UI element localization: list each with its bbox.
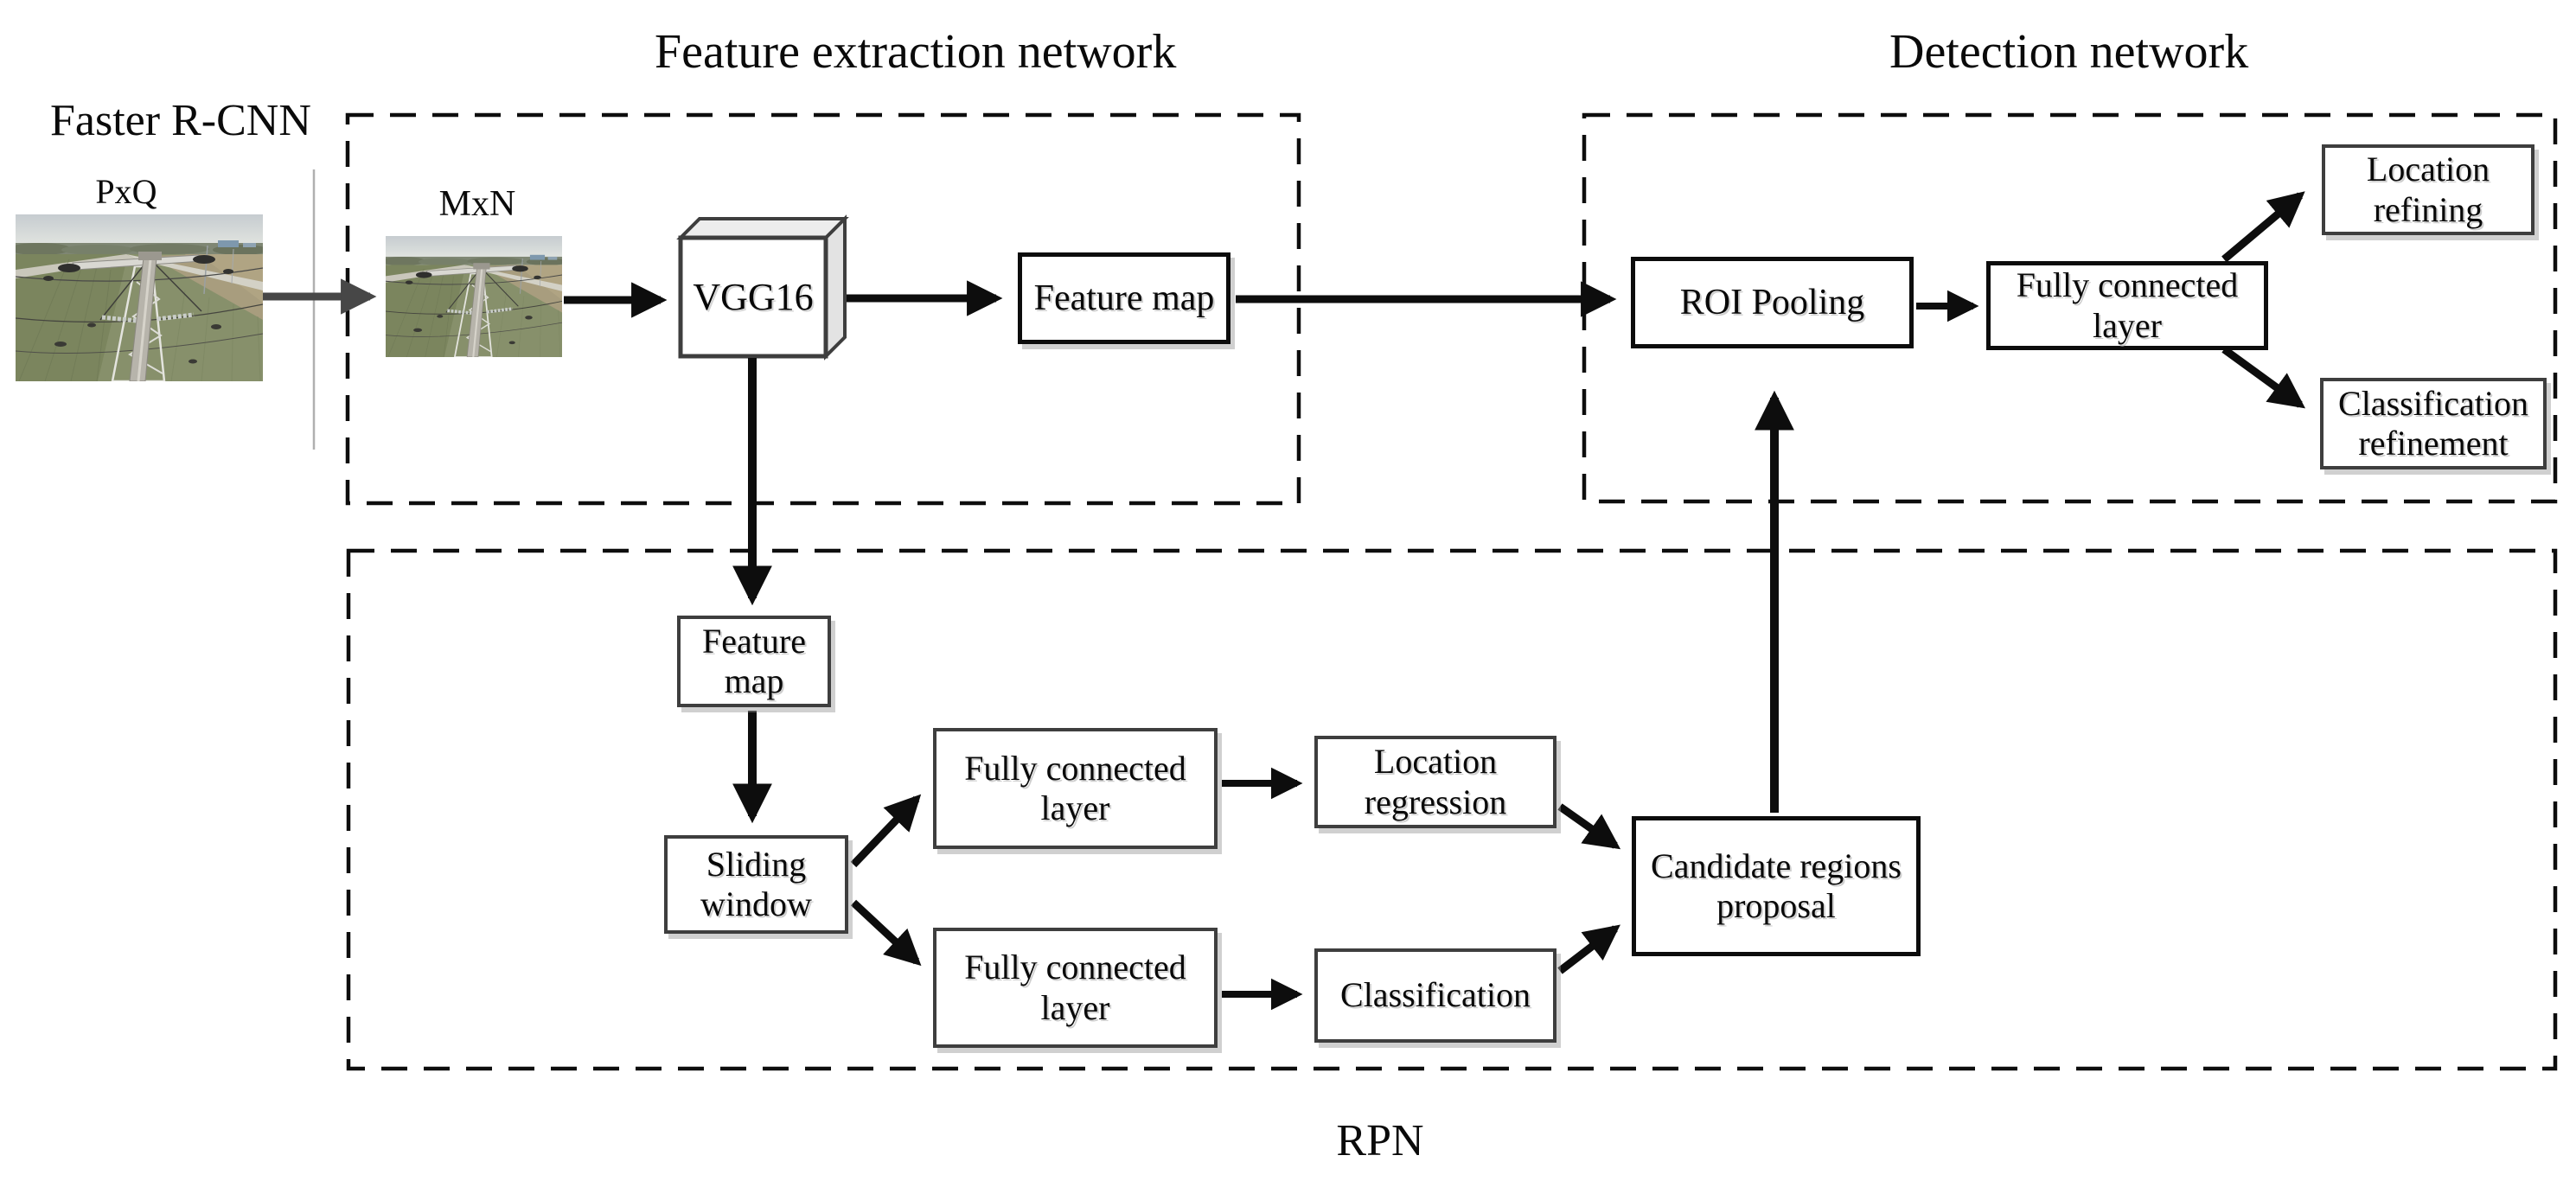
node-roi-pooling: ROI Pooling	[1631, 257, 1914, 348]
node-feature-map-rpn: Feature map	[677, 616, 831, 707]
section-title-detection-network: Detection network	[1889, 25, 2249, 79]
rpn-group-frame	[346, 548, 2558, 1071]
node-fully-connected-rpn-2: Fully connected layer	[933, 928, 1218, 1048]
node-location-regression: Location regression	[1314, 736, 1556, 828]
section-title-rpn: RPN	[1336, 1116, 1424, 1165]
arrow-sliding-window-to-fc1	[850, 794, 922, 868]
node-fully-connected-rpn-1: Fully connected layer	[933, 728, 1218, 849]
diagram-title: Faster R-CNN	[50, 96, 311, 145]
input-size-label-mxn: MxN	[438, 184, 516, 224]
section-title-feature-extraction: Feature extraction network	[655, 25, 1177, 79]
arrow-classification-to-candidate-regions	[1557, 924, 1620, 974]
arrow-location-regression-to-candidate-regions	[1557, 803, 1621, 850]
node-location-refining: Location refining	[2322, 144, 2534, 235]
aerial-tower-photo-pxq	[16, 214, 263, 381]
input-size-label-pxq: PxQ	[95, 172, 157, 211]
node-sliding-window: Sliding window	[664, 835, 848, 934]
node-feature-map-main: Feature map	[1018, 252, 1230, 344]
node-fully-connected-detection: Fully connected layer	[1986, 261, 2268, 350]
aerial-tower-photo-mxn	[386, 236, 562, 357]
arrow-fully-connected-to-location-refining	[2221, 191, 2305, 263]
vgg16-3d-solid	[676, 214, 849, 361]
node-vgg16: VGG16	[693, 276, 814, 318]
arrow-sliding-window-to-fc2	[850, 899, 922, 967]
node-candidate-regions-proposal: Candidate regions proposal	[1632, 816, 1921, 956]
node-classification-refinement: Classification refinement	[2320, 378, 2547, 469]
arrow-fully-connected-to-classification-refinement	[2221, 346, 2306, 409]
feature-extraction-group-frame	[345, 112, 1301, 506]
node-classification: Classification	[1314, 948, 1556, 1043]
